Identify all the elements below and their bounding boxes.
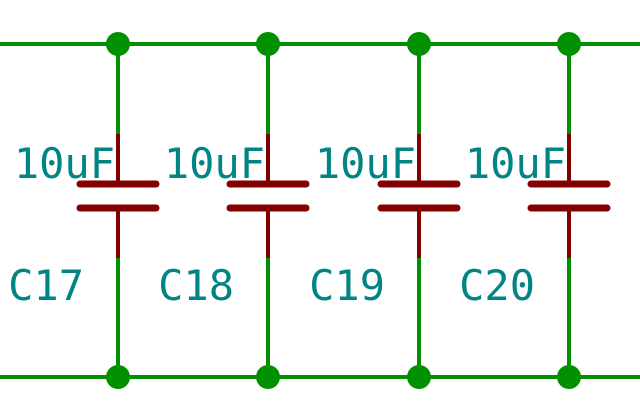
c20-bottom-junction xyxy=(557,365,581,389)
c19-top-junction xyxy=(407,32,431,56)
c18-ref-label: C18 xyxy=(158,261,234,310)
c20-ref-label: C20 xyxy=(459,261,535,310)
c20-value-label: 10uF xyxy=(465,139,566,188)
c17-ref-label: C17 xyxy=(8,261,84,310)
c20-top-junction xyxy=(557,32,581,56)
c19-ref-label: C19 xyxy=(309,261,385,310)
c18-bottom-junction xyxy=(256,365,280,389)
c17-value-label: 10uF xyxy=(14,139,115,188)
c19-bottom-junction xyxy=(407,365,431,389)
c17-bottom-junction xyxy=(106,365,130,389)
capacitor-group: 10uF C17 10uF C18 10uF C19 10uF C20 xyxy=(8,32,611,389)
c19-value-label: 10uF xyxy=(315,139,416,188)
c18-value-label: 10uF xyxy=(164,139,265,188)
c18-top-junction xyxy=(256,32,280,56)
c17-top-junction xyxy=(106,32,130,56)
